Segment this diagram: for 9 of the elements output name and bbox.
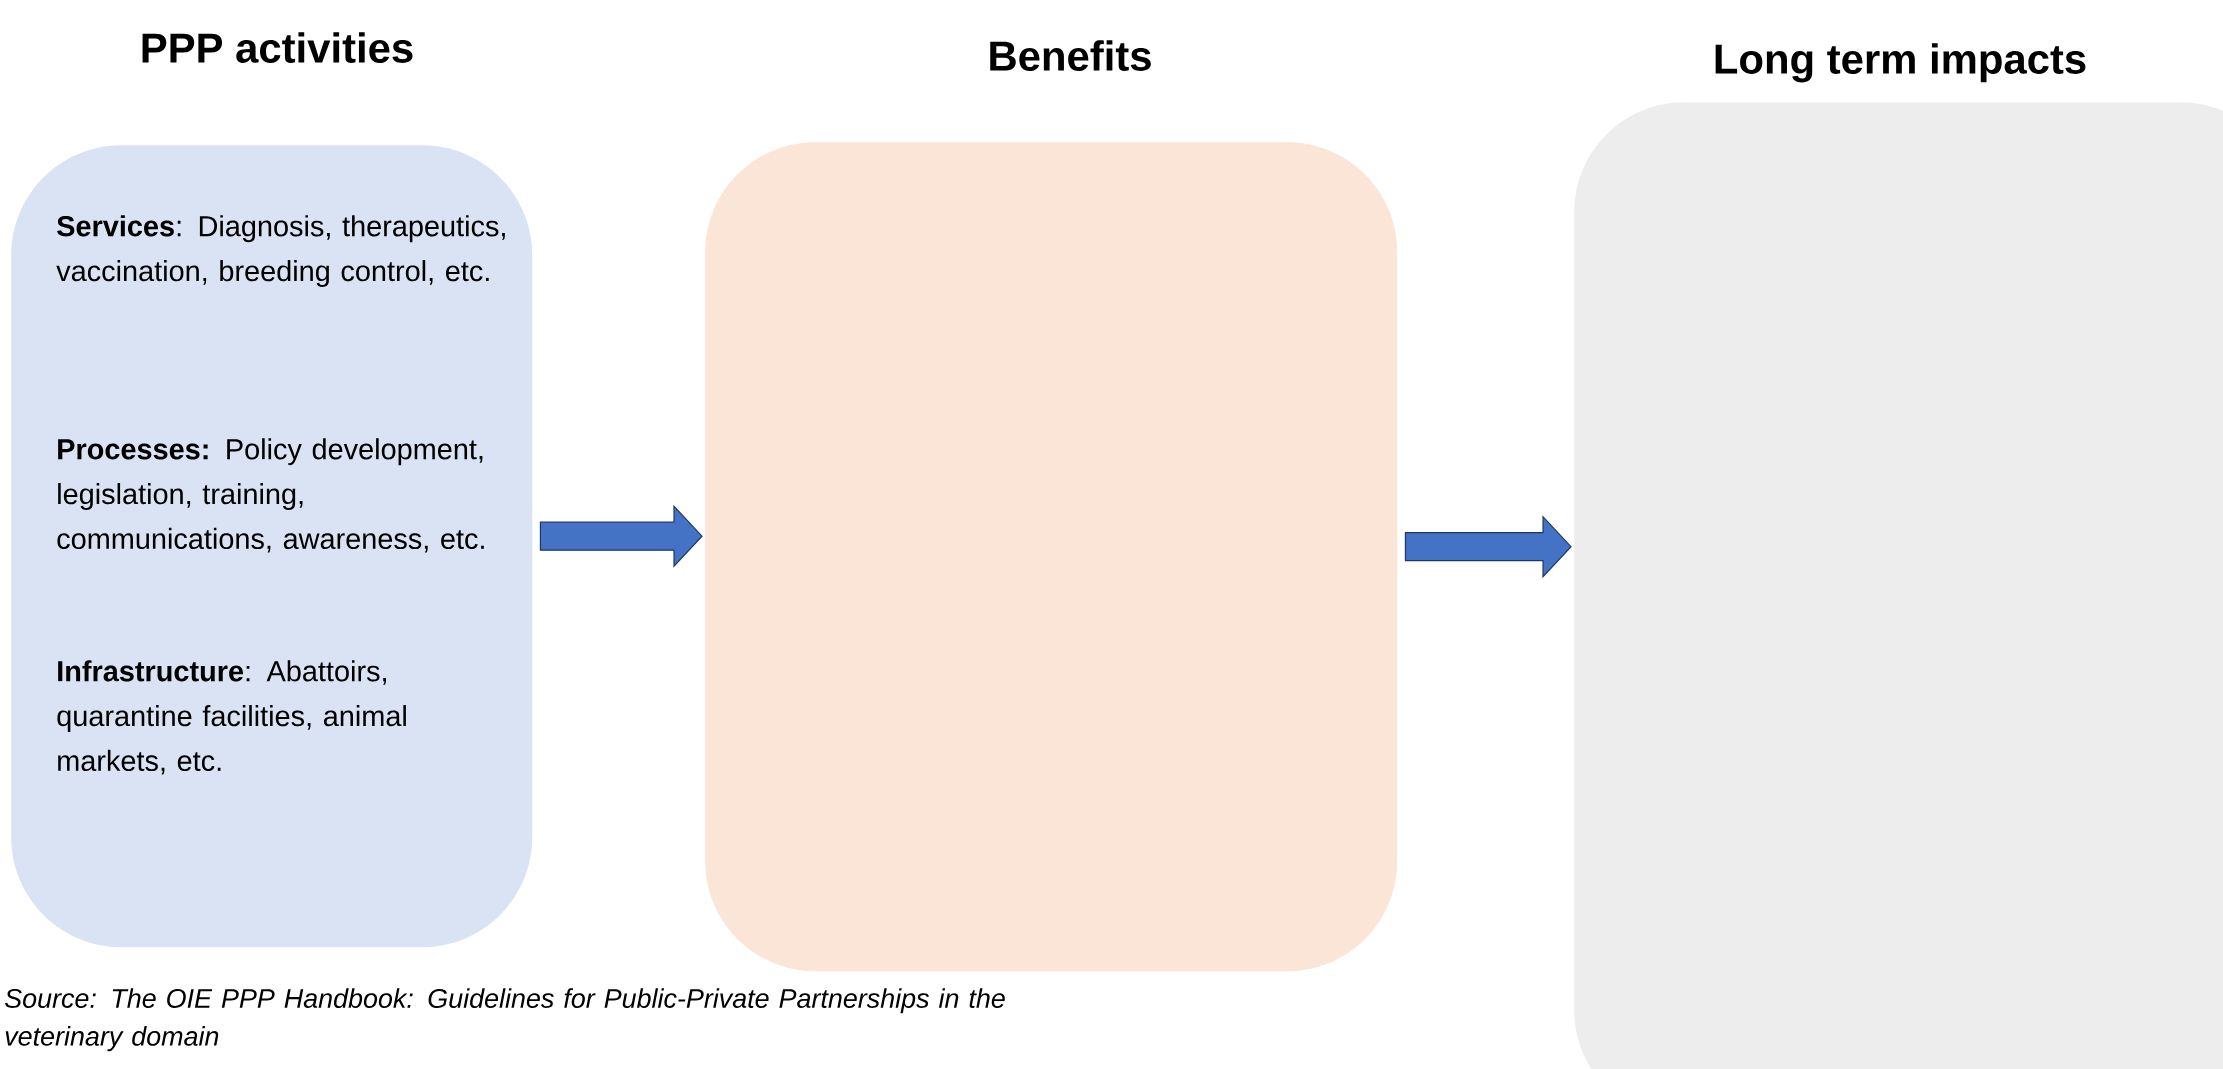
rounded-box: PPP activities Services: Diagnosis, therapeutics, vaccination, breeding control, etc. Processes: Policy development, legislation, training, communications, awareness, etc. Infrastructure: Abattoirs, quarantine facilities, animal markets, etc. [11,32,533,948]
block-arrow [539,504,703,568]
source-note: Source: The OIE PPP Handbook: Guidelines for Public-Private Partnerships in the veterinary domain [4,988,1005,1052]
block-arrow [1404,515,1572,579]
node-label: Benefits [990,40,1151,71]
node-label: PPP activities [142,32,413,63]
rounded-box: Long term impacts [1574,43,2223,1069]
rounded-box: Benefits [705,40,1398,972]
node-label: Long term impacts [1715,43,2086,83]
